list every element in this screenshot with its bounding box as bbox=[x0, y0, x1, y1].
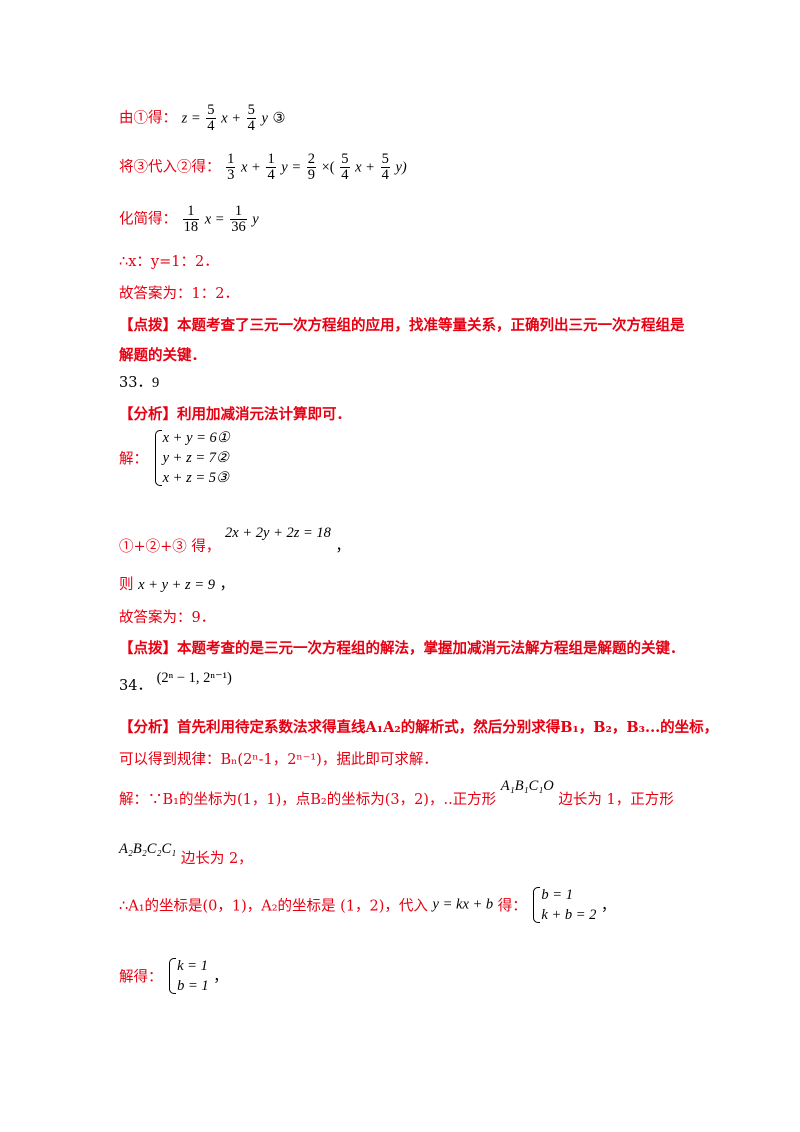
square-label: A₁B₁C₁O bbox=[500, 778, 554, 794]
punctuation: ， bbox=[213, 969, 228, 986]
equation-part: z = bbox=[181, 110, 201, 127]
line-suffix: 边长为 2， bbox=[180, 851, 253, 867]
punctuation: ， bbox=[335, 539, 351, 555]
circled-mark: ③ bbox=[272, 110, 286, 127]
solution-33-system: 解： x + y = 6① y + z = 7② x + z = 5③ bbox=[119, 428, 230, 488]
tip-tag: 【点拨】 bbox=[119, 317, 177, 334]
line-prefix: 由①得： bbox=[119, 110, 177, 127]
equation-part: y = bbox=[281, 159, 302, 176]
punctuation: ， bbox=[219, 577, 235, 593]
line-prefix: 则 bbox=[119, 577, 134, 593]
punctuation: ， bbox=[601, 898, 616, 915]
question-number: 34． bbox=[119, 678, 152, 694]
line-prefix: ∴A₁的坐标是(0，1)，A₂的坐标是 (1，2)，代入 bbox=[119, 898, 428, 915]
equation-system: x + y = 6① y + z = 7② x + z = 5③ bbox=[153, 428, 230, 488]
tip-33-line: 【点拨】本题考查的是三元一次方程组的解法，掌握加减消元法解方程组是解题的关键． bbox=[119, 637, 685, 658]
equation-system: k = 1 b = 1 bbox=[167, 956, 209, 996]
solution-34-line-1: 解：∵B₁的坐标为(1，1)，点B₂的坐标为(3，2)，..正方形 A₁B₁C₁… bbox=[119, 774, 674, 808]
analysis-line-33: 【分析】利用加减消元法计算即可． bbox=[119, 403, 351, 424]
equation: y = kx + b bbox=[432, 896, 494, 913]
ratio-line: ∴x：y=1：2． bbox=[119, 254, 219, 270]
tip-tag: 【点拨】 bbox=[119, 640, 177, 657]
equation-part: x + bbox=[355, 159, 375, 176]
square-label: A₂B₂C₂C₁ bbox=[119, 841, 177, 857]
equation-part: y bbox=[252, 211, 259, 228]
analysis-tag: 【分析】 bbox=[119, 719, 177, 736]
line-prefix: 解： bbox=[119, 451, 148, 468]
tip-line-continued: 解题的关键． bbox=[119, 347, 206, 364]
system-row: b = 1 bbox=[177, 978, 209, 994]
analysis-text: 首先利用待定系数法求得直线A₁A₂的解析式，然后分别求得B₁，B₂，B₃...的… bbox=[177, 719, 719, 736]
system-row: y + z = 7② bbox=[162, 450, 230, 466]
tip-line: 【点拨】本题考查了三元一次方程组的应用，找准等量关系，正确列出三元一次方程组是 bbox=[119, 314, 685, 335]
question-answer: 9 bbox=[151, 375, 160, 391]
line-prefix: 将③代入②得： bbox=[119, 159, 221, 176]
answer-line: 故答案为：1：2． bbox=[119, 286, 239, 302]
line-prefix: ①+②+③ 得， bbox=[119, 539, 221, 555]
line-mid: 得： bbox=[497, 898, 527, 915]
line-prefix: 化简得： bbox=[119, 211, 177, 228]
analysis-tag: 【分析】 bbox=[119, 406, 177, 423]
analysis-line-34-continued: 可以得到规律：Bₙ(2ⁿ-1，2ⁿ⁻¹)，据此即可求解． bbox=[119, 752, 438, 768]
system-row: k + b = 2 bbox=[541, 907, 597, 923]
system-row: k = 1 bbox=[177, 958, 208, 974]
equation-part: x + bbox=[221, 110, 241, 127]
solution-33-result: 则 x + y + z = 9 ， bbox=[119, 573, 234, 594]
equation-system: b = 1 k + b = 2 bbox=[531, 885, 596, 925]
equation: 2x + 2y + 2z = 18 bbox=[225, 525, 331, 541]
system-row: b = 1 bbox=[541, 887, 573, 903]
tip-text: 本题考查的是三元一次方程组的解法，掌握加减消元法解方程组是解题的关键． bbox=[177, 640, 685, 657]
equation-part: y bbox=[261, 110, 268, 127]
question-answer: (2ⁿ − 1, 2ⁿ⁻¹) bbox=[156, 670, 232, 686]
equation-part: x + bbox=[240, 159, 261, 176]
solution-34-line-4: 解得： k = 1 b = 1 ， bbox=[119, 956, 228, 996]
equation-part: x = bbox=[204, 211, 225, 228]
analysis-line-34: 【分析】首先利用待定系数法求得直线A₁A₂的解析式，然后分别求得B₁，B₂，B₃… bbox=[119, 716, 718, 737]
system-row: x + y = 6① bbox=[162, 430, 230, 446]
tip-text: 本题考查了三元一次方程组的应用，找准等量关系，正确列出三元一次方程组是 bbox=[177, 317, 685, 334]
answer-33-line: 故答案为：9． bbox=[119, 610, 216, 626]
equation-part: y) bbox=[395, 159, 407, 176]
question-number: 33． bbox=[119, 375, 152, 391]
solution-34-line-2: A₂B₂C₂C₁ 边长为 2， bbox=[119, 837, 253, 867]
question-33-header: 33．9 bbox=[119, 371, 159, 392]
line-prefix: 解：∵B₁的坐标为(1，1)，点B₂的坐标为(3，2)，..正方形 bbox=[119, 792, 497, 808]
system-row: x + z = 5③ bbox=[162, 470, 230, 486]
equation-part: ×( bbox=[321, 159, 335, 176]
line-suffix: 边长为 1，正方形 bbox=[558, 792, 674, 808]
equation: x + y + z = 9 bbox=[138, 577, 215, 593]
question-34-header: 34． (2ⁿ − 1, 2ⁿ⁻¹) bbox=[119, 666, 232, 694]
solution-33-sum: ①+②+③ 得， 2x + 2y + 2z = 18 ， bbox=[119, 521, 350, 555]
analysis-text: 利用加减消元法计算即可． bbox=[177, 406, 351, 423]
line-prefix: 解得： bbox=[119, 969, 163, 986]
solution-34-line-3: ∴A₁的坐标是(0，1)，A₂的坐标是 (1，2)，代入 y = kx + b … bbox=[119, 885, 616, 925]
